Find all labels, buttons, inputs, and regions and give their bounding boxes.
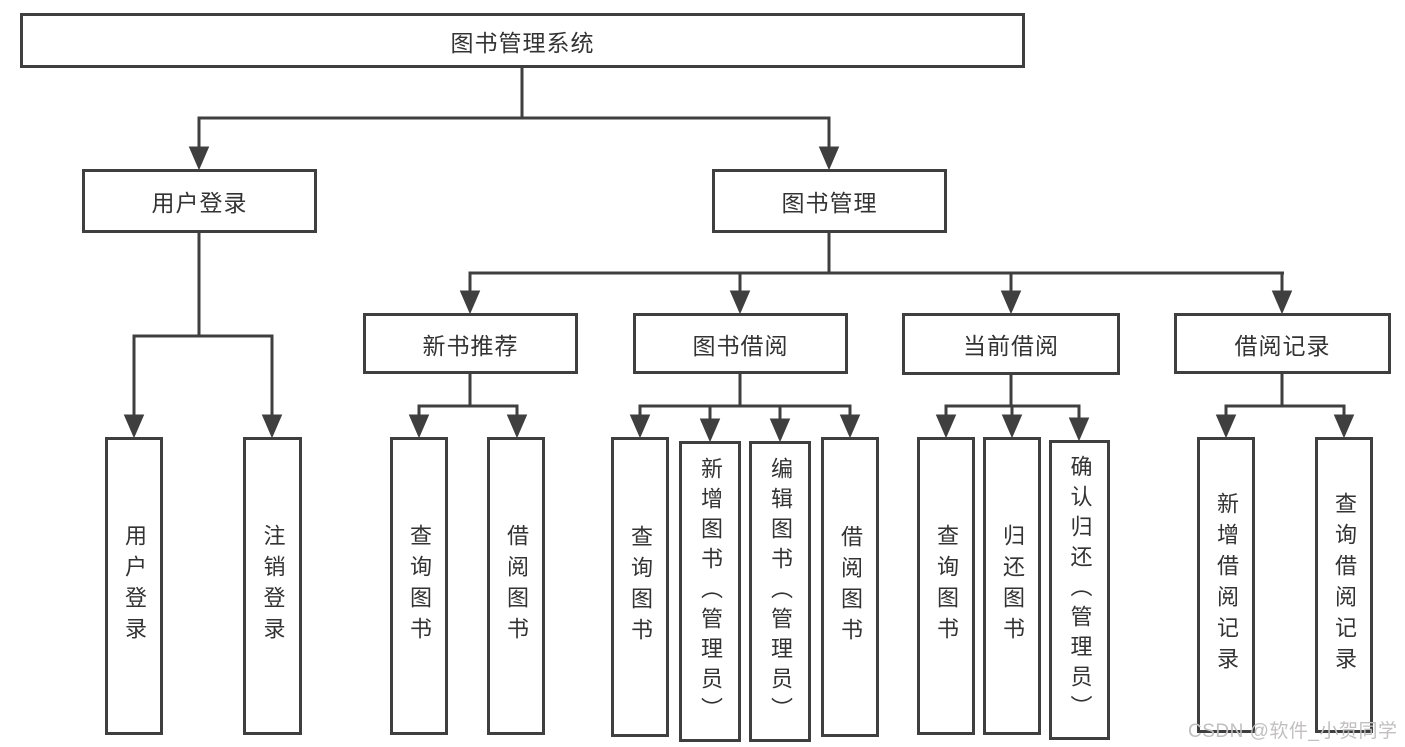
leaf-query-books: 查询图书: [917, 437, 975, 735]
node-current-borrowing: 当前借阅: [902, 313, 1120, 375]
leaf-query-borrow-record: 查询借阅记录: [1315, 437, 1373, 733]
node-book-system-root: 图书管理系统: [20, 13, 1025, 68]
leaf-logout: 注销登录: [243, 437, 302, 735]
leaf-return-books: 归还图书: [983, 437, 1041, 735]
node-borrowing-records: 借阅记录: [1174, 313, 1391, 374]
leaf-borrow-books: 借阅图书: [487, 437, 545, 735]
node-user-login: 用户登录: [82, 169, 317, 233]
node-book-borrowing: 图书借阅: [633, 313, 848, 374]
leaf-query-books: 查询图书: [611, 437, 669, 737]
leaf-query-books: 查询图书: [390, 437, 448, 735]
leaf-add-books-admin: 新增图书（管理员）: [679, 441, 741, 742]
leaf-borrow-books: 借阅图书: [821, 437, 879, 737]
node-new-book-recommend: 新书推荐: [363, 313, 578, 374]
watermark: CSDN @软件_小贺同学: [1188, 721, 1398, 742]
node-book-management: 图书管理: [712, 169, 947, 233]
leaf-edit-books-admin: 编辑图书（管理员）: [749, 441, 811, 742]
leaf-user-login: 用户登录: [105, 437, 163, 735]
leaf-confirm-return-admin: 确认归还（管理员）: [1049, 440, 1110, 740]
leaf-add-borrow-record: 新增借阅记录: [1197, 437, 1255, 733]
